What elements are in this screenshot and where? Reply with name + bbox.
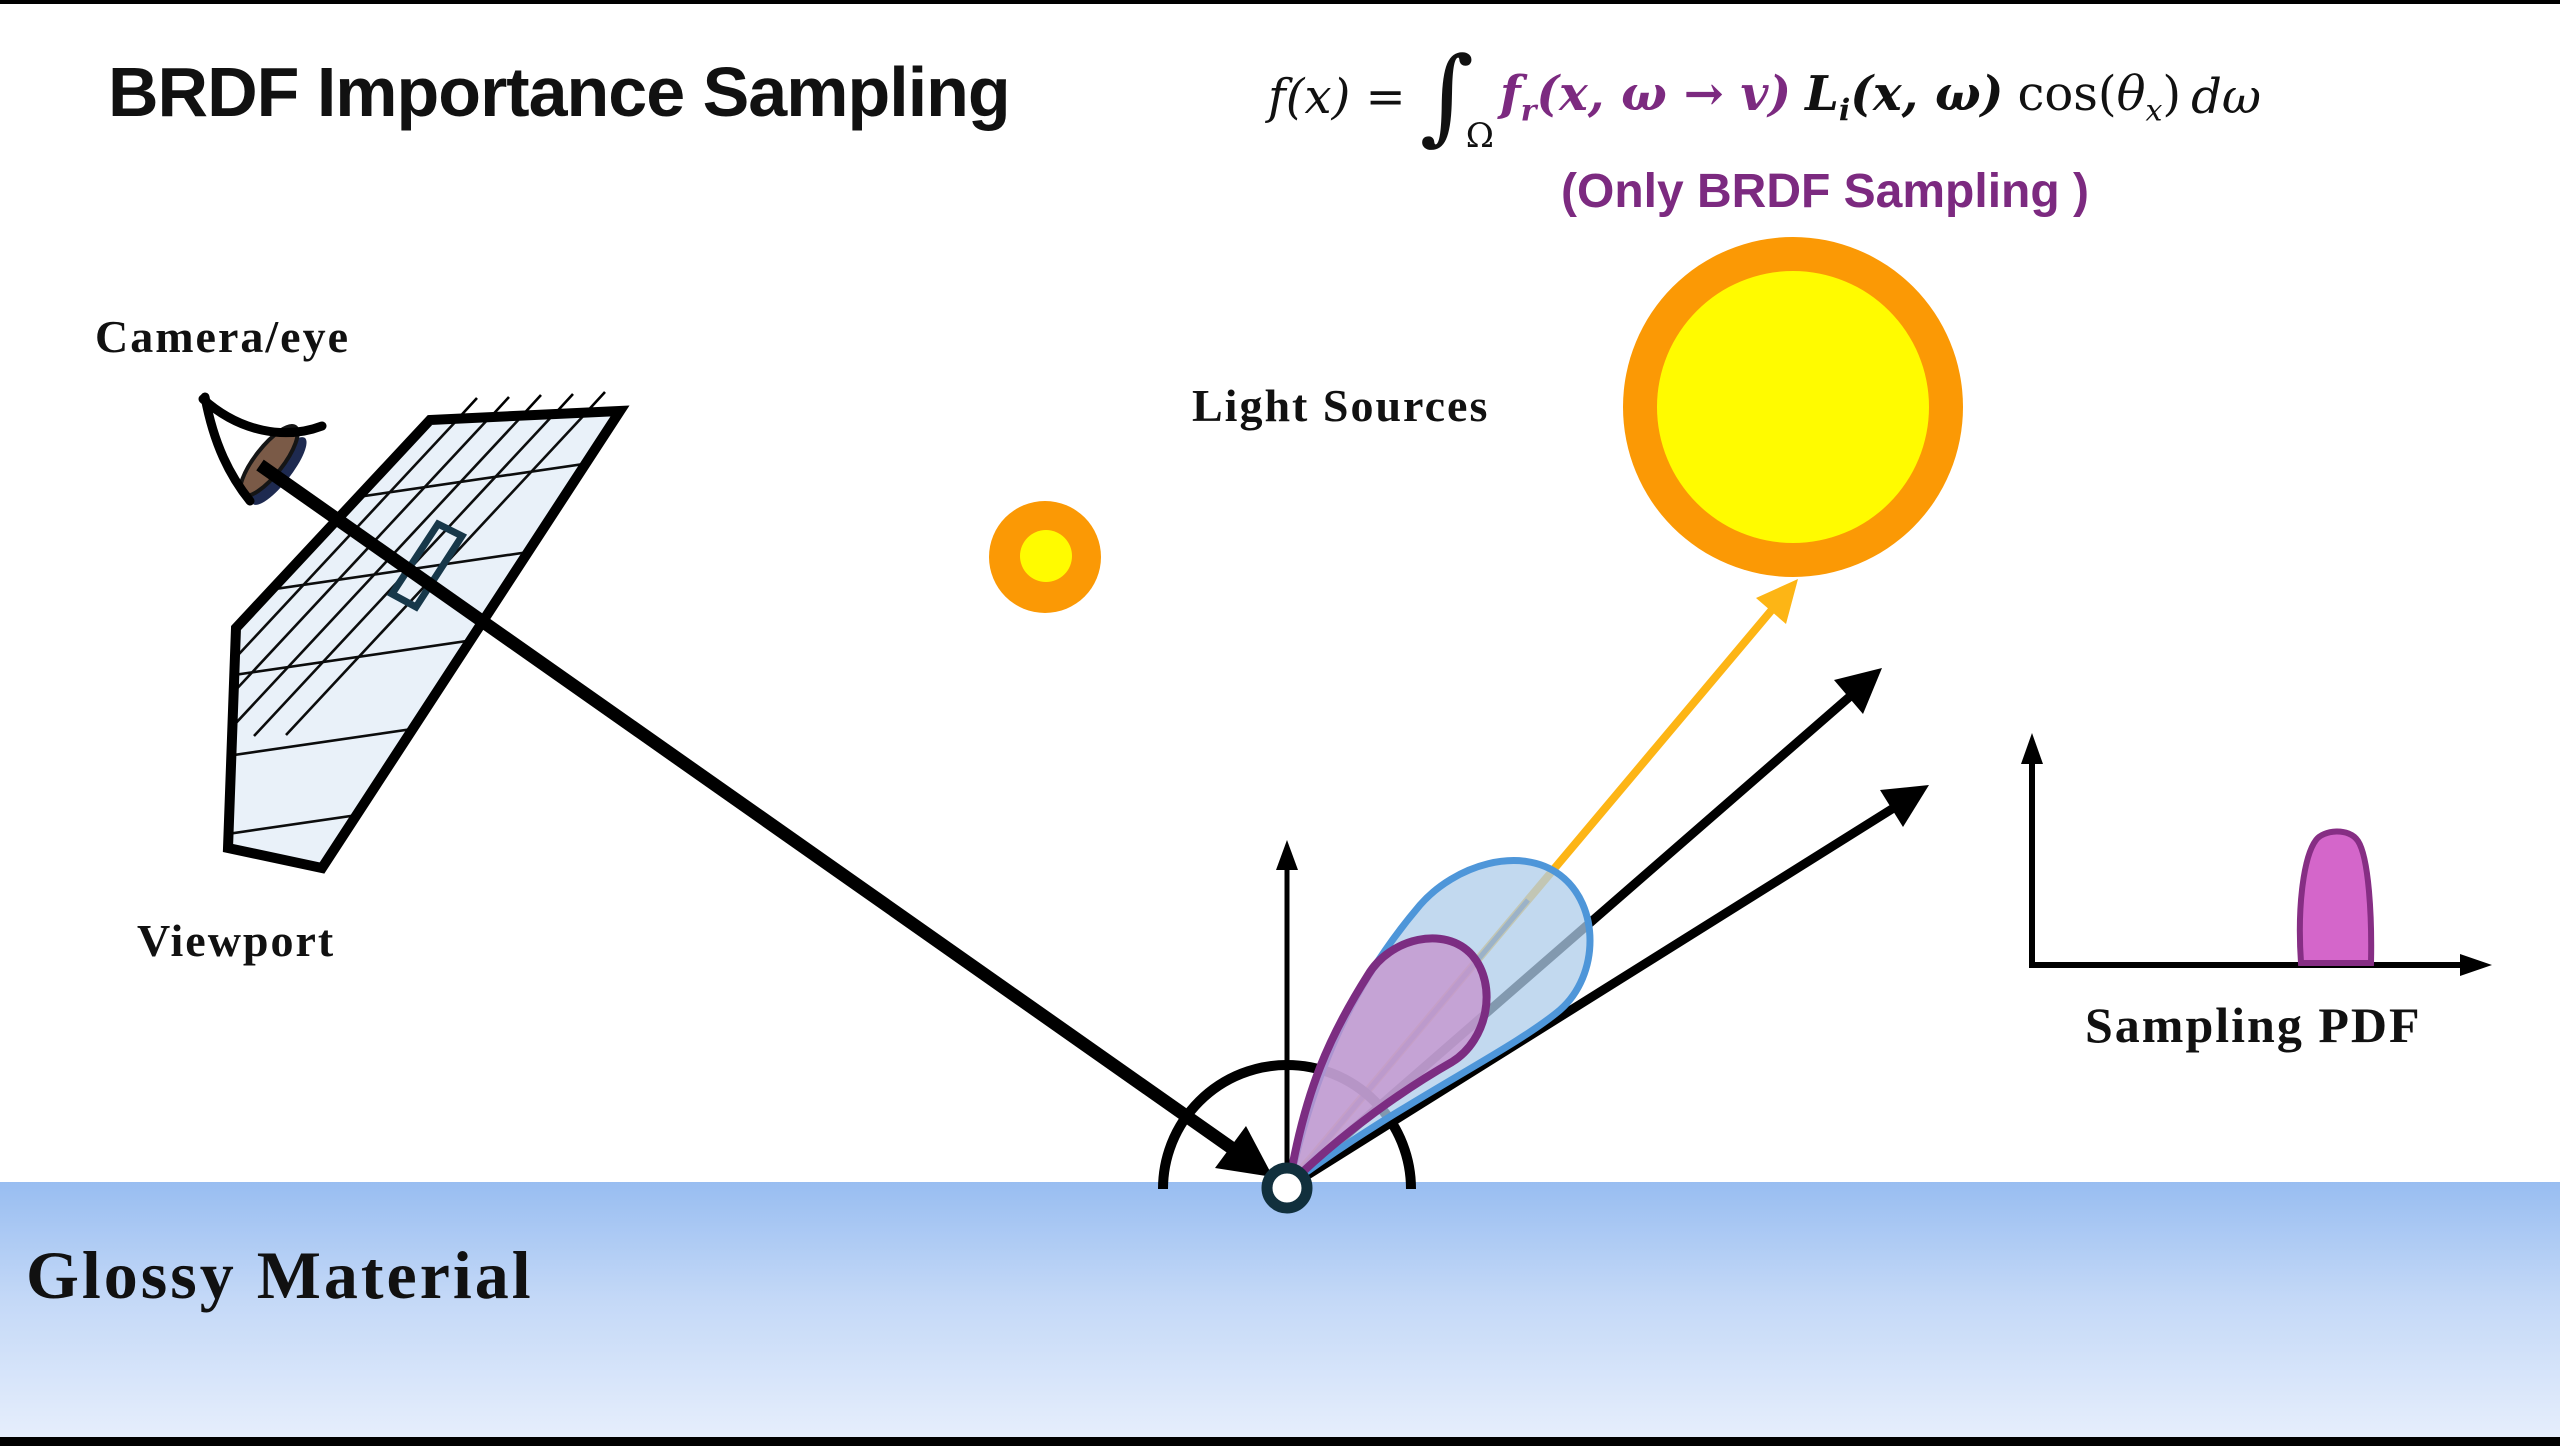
- pdf-y-axis: [2021, 733, 2043, 968]
- eye-upper-lid: [198, 394, 327, 438]
- pdf-plot: [2021, 733, 2492, 976]
- cosine-term: cos(θx): [2017, 65, 2182, 129]
- camera-eye-label: Camera/eye: [95, 311, 350, 362]
- sun-small-icon: [989, 501, 1101, 613]
- integral-domain: Ω: [1465, 116, 1494, 157]
- shading-point: [1261, 1162, 1313, 1214]
- viewport-label: Viewport: [137, 915, 335, 966]
- sampling-pdf-label: Sampling PDF: [2085, 997, 2422, 1053]
- eye-icon: [198, 392, 327, 506]
- differential-term: dω: [2191, 69, 2262, 125]
- pdf-bump: [2296, 828, 2375, 966]
- brdf-lobe-purple: [1285, 934, 1491, 1189]
- brdf-sampling-note: (Only BRDF Sampling ): [1561, 165, 2089, 218]
- viewport-grid-ticks: [454, 391, 606, 423]
- page-title: BRDF Importance Sampling: [108, 53, 1011, 131]
- sun-large-icon: [1623, 237, 1963, 577]
- brdf-term: fr(x, ω → v): [1499, 65, 1792, 129]
- light-sources-label: Light Sources: [1192, 380, 1489, 431]
- viewport-plane-outline: [222, 405, 630, 874]
- pdf-x-axis: [2029, 954, 2492, 976]
- normal-arrow: [1276, 840, 1298, 1186]
- bottom-border: [0, 1437, 2560, 1446]
- camera-ray-arrow: [256, 459, 1273, 1177]
- glossy-material-label: Glossy Material: [26, 1237, 534, 1313]
- top-border: [0, 0, 2560, 4]
- integral-symbol: ∫ Ω: [1419, 33, 1494, 157]
- rendering-equation: f(x) = ∫ Ω fr(x, ω → v) Li(x, ω) cos(θx)…: [1268, 38, 2261, 156]
- eye-lower-lid: [200, 392, 255, 506]
- formula-lhs: f(x) =: [1268, 69, 1406, 125]
- glossy-material-surface: [0, 1182, 2560, 1438]
- radiance-term: Li(x, ω): [1805, 65, 2004, 129]
